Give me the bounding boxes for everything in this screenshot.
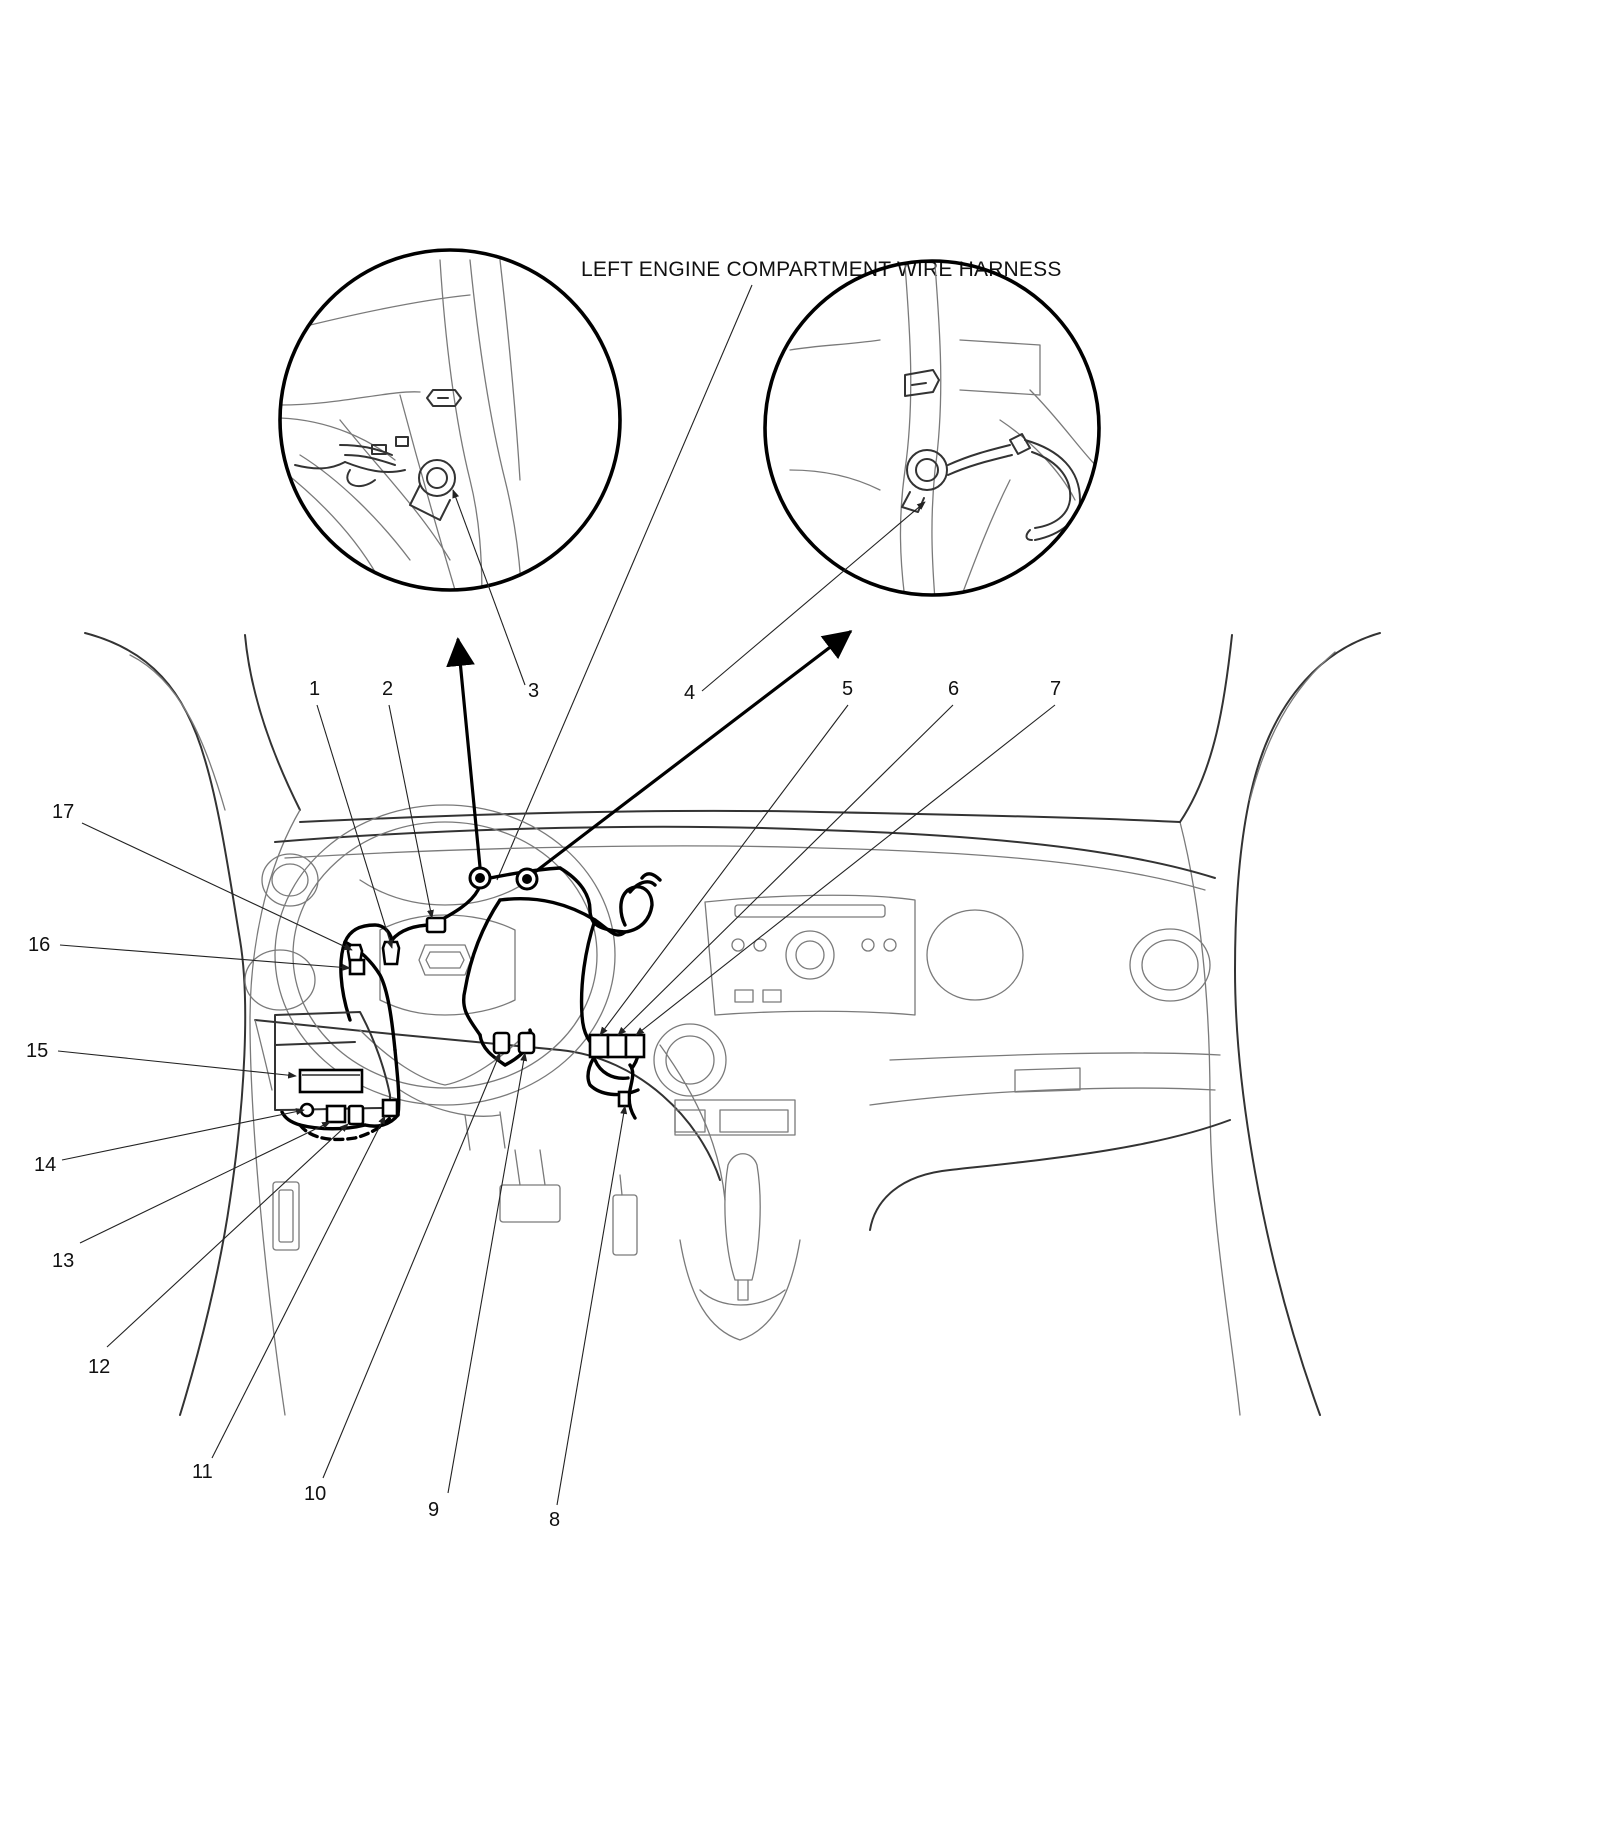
callout-15: 15 [26, 1040, 48, 1062]
wire-harness [274, 866, 662, 1142]
detail-link-arrow-right [533, 630, 853, 874]
detail-view-left [278, 248, 622, 686]
harness-title: LEFT ENGINE COMPARTMENT WIRE HARNESS [581, 258, 1062, 281]
callout-16: 16 [28, 934, 50, 956]
detail-link-arrow-left [446, 637, 482, 869]
callout-3-leader [452, 489, 526, 686]
vehicle-interior [84, 632, 1381, 1416]
callout-leaders [57, 704, 1056, 1506]
callout-7: 7 [1050, 678, 1061, 700]
callout-6: 6 [948, 678, 959, 700]
callout-11: 11 [192, 1461, 213, 1483]
callout-3: 3 [528, 680, 539, 702]
callout-4: 4 [684, 682, 695, 704]
callout-2: 2 [382, 678, 393, 700]
callout-5: 5 [842, 678, 853, 700]
callout-9: 9 [428, 1499, 439, 1521]
callout-13: 13 [52, 1250, 74, 1272]
callout-labels: 1 2 3 4 5 6 7 8 9 10 11 12 13 14 15 16 1… [26, 678, 1061, 1531]
callout-1: 1 [309, 678, 320, 700]
callout-17: 17 [52, 801, 74, 823]
callout-8: 8 [549, 1509, 560, 1531]
callout-14: 14 [34, 1154, 56, 1176]
callout-10: 10 [304, 1483, 326, 1505]
harness-title-leader [496, 284, 753, 881]
callout-4-leader [701, 501, 926, 692]
detail-view-right [701, 259, 1101, 692]
callout-12: 12 [88, 1356, 110, 1378]
